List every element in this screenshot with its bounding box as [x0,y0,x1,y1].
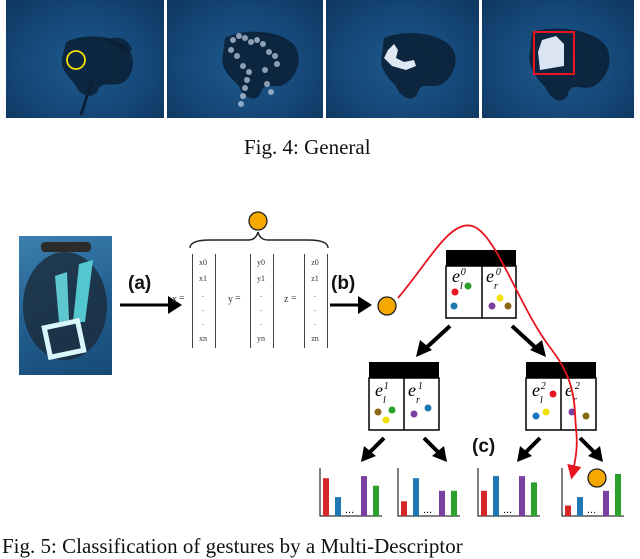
vector-y-entry: y1 [257,274,265,283]
detection-circle [66,50,86,70]
decision-tree-diagram: el0 er0 el1 er1 el2 er2 ............ [248,211,624,517]
histogram-bar [451,490,457,516]
histogram-ellipsis: ... [503,504,512,516]
feature-vector-token [248,211,268,231]
histogram-bar [577,497,583,516]
feature-brace [189,231,329,249]
photo-panel-3 [326,0,479,118]
histogram-bar [531,482,537,516]
tree-branches [361,324,603,462]
photo-panel-1 [6,0,164,118]
leaf-histograms: ............ [319,468,624,517]
vector-x-entry: xn [199,334,207,343]
tree-node-left [368,362,440,431]
histogram-ellipsis: ... [423,504,432,516]
vector-x-entry: . [202,290,204,299]
feature-vector-block: x = x0 x1 . . . xn y = y0 y1 . . . yn z … [170,254,330,350]
vector-y-entry: . [260,318,262,327]
vector-z-entry: . [314,290,316,299]
vector-x-entry: x1 [199,274,207,283]
histogram-bar [401,501,407,516]
histogram-bar [361,476,367,516]
histogram-ellipsis: ... [587,504,596,516]
step-label-c: (c) [472,436,496,457]
step-label-a: (a) [128,273,152,294]
histogram-bar [493,476,499,516]
feature-vector-token [377,296,397,316]
vector-y-label: y [228,294,233,305]
figure-4-caption: Fig. 4: General [244,135,371,159]
vector-x-label: x [172,294,177,305]
histogram-bar [481,490,487,516]
vector-z-entry: . [314,304,316,313]
diver-silhouette [61,36,133,116]
vector-y-entry: y0 [257,258,265,267]
segmented-hand-overlay [222,31,299,107]
vector-y-entry: yn [257,334,265,343]
tree-node-right [525,362,597,431]
vector-x-entry: x0 [199,258,207,267]
vector-z-label: z [284,294,289,305]
result-token [587,468,607,488]
figure-5-caption: Fig. 5: Classification of gestures by a … [2,534,463,558]
histogram-bar [519,476,525,516]
vector-z-bracket [304,254,328,348]
histogram-bar [323,478,329,516]
vector-x-entry: . [202,304,204,313]
bounding-box-overlay [529,28,610,101]
vector-y-entry: . [260,304,262,313]
histogram-bar [413,478,419,516]
vector-y-bracket [250,254,274,348]
histogram-bar [439,490,445,516]
hand-gesture-photo [19,236,112,375]
vector-y-entry: . [260,290,262,299]
photo-panel-4 [482,0,634,118]
tree-root-node [445,250,517,319]
histogram-bar [565,505,571,516]
tree-right-left-label: el2 [532,380,546,406]
arrow-a [120,296,182,314]
photo-panel-2 [167,0,323,118]
bounding-box [533,31,575,75]
tree-left-right-label: er1 [408,380,423,406]
histogram-ellipsis: ... [345,504,354,516]
tree-left-left-label: el1 [375,380,389,406]
histogram-bar [603,490,609,516]
hand-mask-overlay [381,33,456,99]
vector-z-entry: z1 [311,274,319,283]
tree-root-right-label: er0 [486,266,501,292]
step-label-b: (b) [331,273,356,294]
arrow-b [330,296,372,314]
histogram-bar [373,485,379,516]
histogram-bar [615,474,621,516]
vector-z-entry: zn [311,334,319,343]
vector-z-entry: . [314,318,316,327]
histogram-bar [335,497,341,516]
classification-path [397,224,582,480]
tree-root-left-label: el0 [452,266,466,292]
vector-x-entry: . [202,318,204,327]
vector-x-bracket [192,254,216,348]
vector-z-entry: z0 [311,258,319,267]
